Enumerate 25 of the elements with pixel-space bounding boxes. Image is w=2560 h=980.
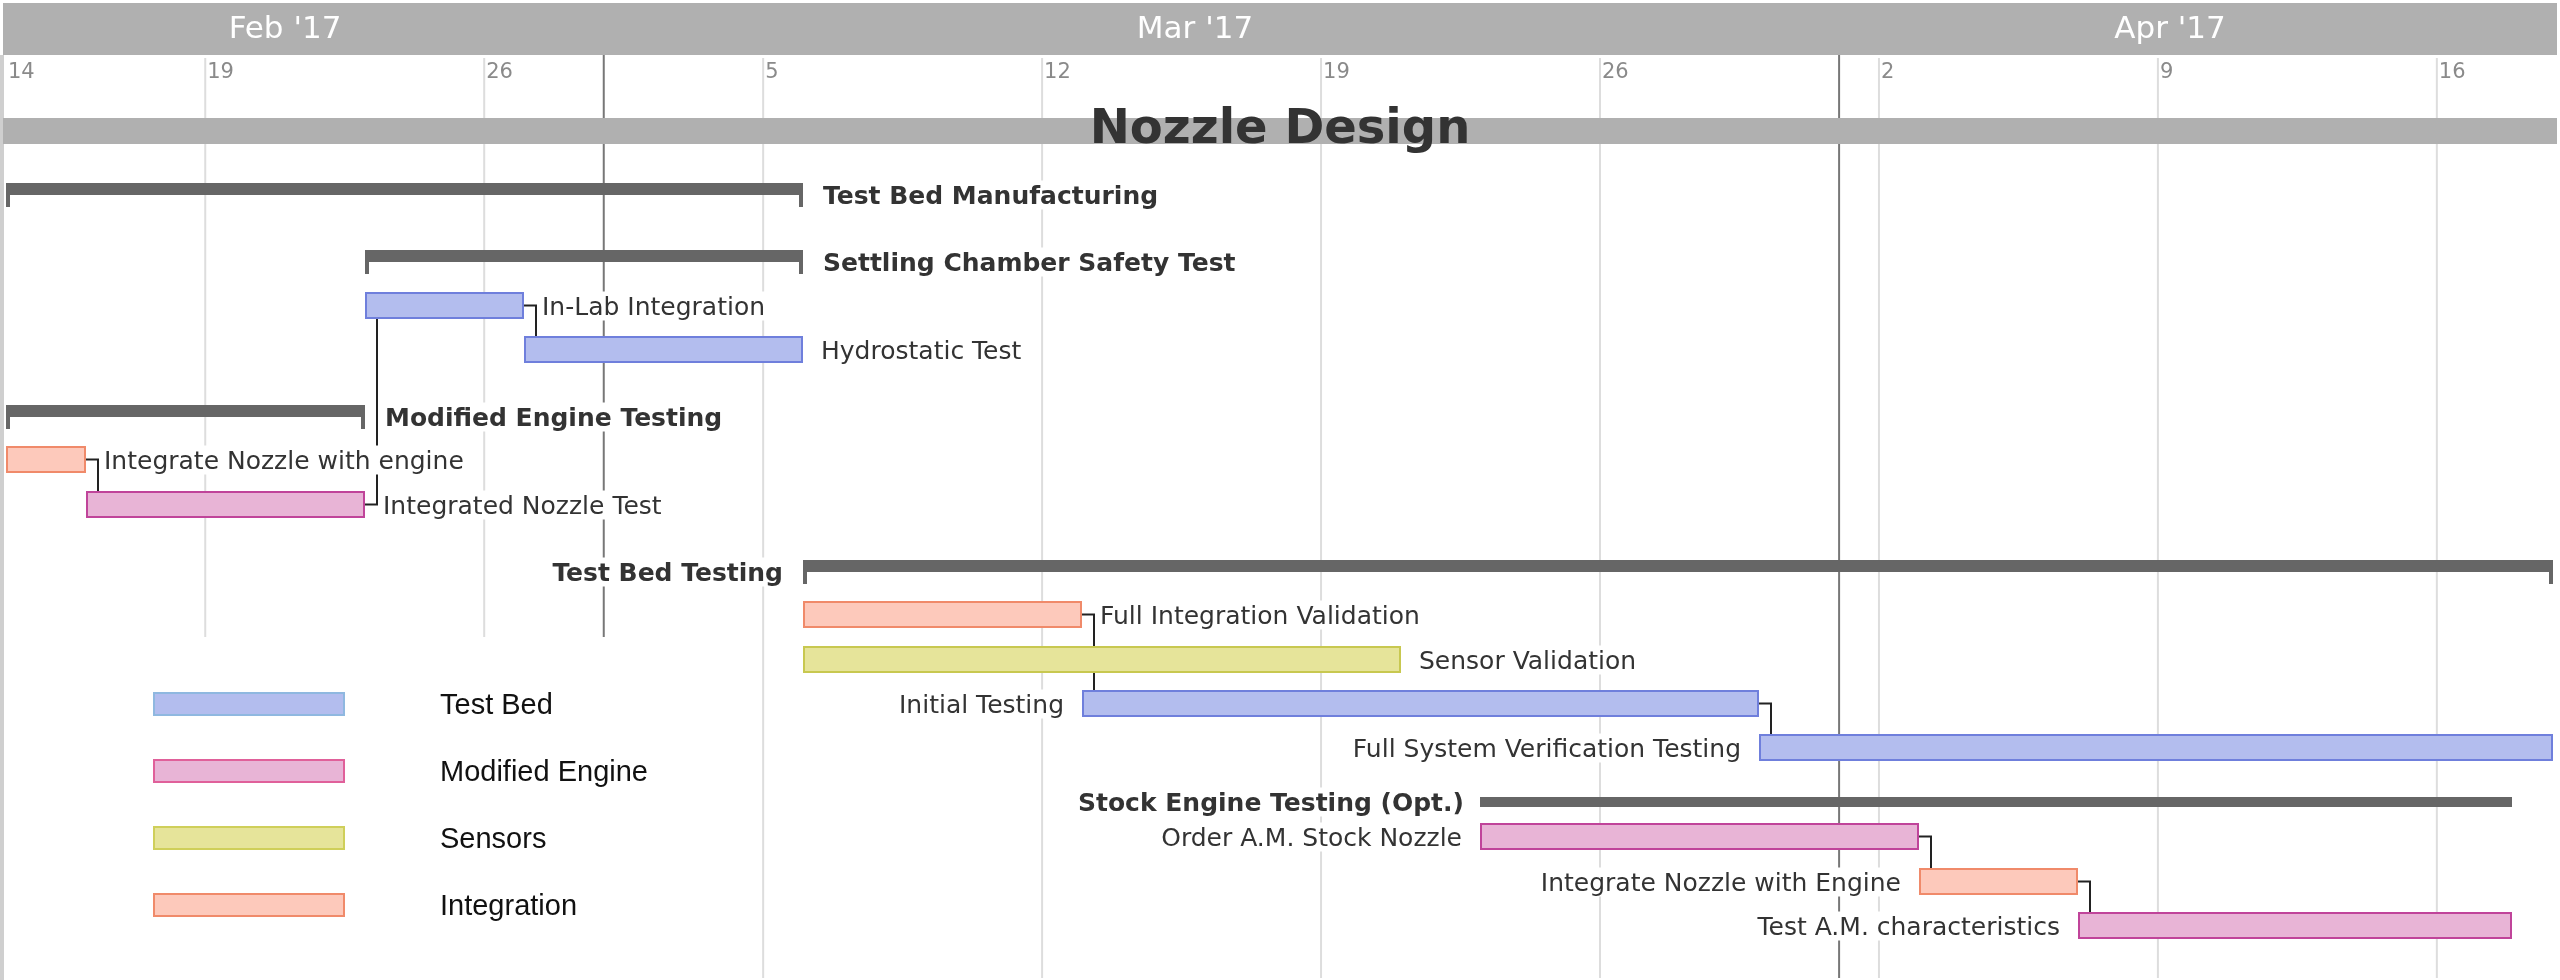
month-label: Feb '17	[227, 9, 343, 45]
day-label: 19	[1323, 59, 1350, 83]
dependency-line	[2077, 880, 2091, 913]
dependency-line	[1758, 702, 1772, 735]
day-label: 16	[2438, 59, 2466, 83]
month-label: Apr '17	[2113, 9, 2227, 45]
day-label: 14	[8, 59, 35, 83]
task-label: Test A.M. characteristics	[1755, 911, 2062, 940]
dependency-line	[523, 304, 537, 337]
legend-label: Sensors	[440, 821, 547, 855]
dependency-line	[85, 458, 99, 492]
legend-label: Integration	[440, 888, 578, 922]
legend-label: Modified Engine	[440, 754, 648, 788]
day-label: 2	[1880, 59, 1895, 83]
day-label: 26	[486, 59, 513, 83]
day-label: 9	[2159, 59, 2174, 83]
day-label: 5	[765, 59, 779, 83]
task-label: Order A.M. Stock Nozzle	[1159, 822, 1464, 851]
dependency-line	[1918, 835, 1932, 869]
month-label: Mar '17	[1135, 9, 1255, 45]
day-label: 26	[1602, 59, 1629, 83]
legend-label: Test Bed	[440, 687, 553, 721]
day-label: 19	[207, 59, 234, 83]
day-label: 12	[1044, 59, 1071, 83]
summary-label: Settling Chamber Safety Test	[821, 247, 1238, 277]
